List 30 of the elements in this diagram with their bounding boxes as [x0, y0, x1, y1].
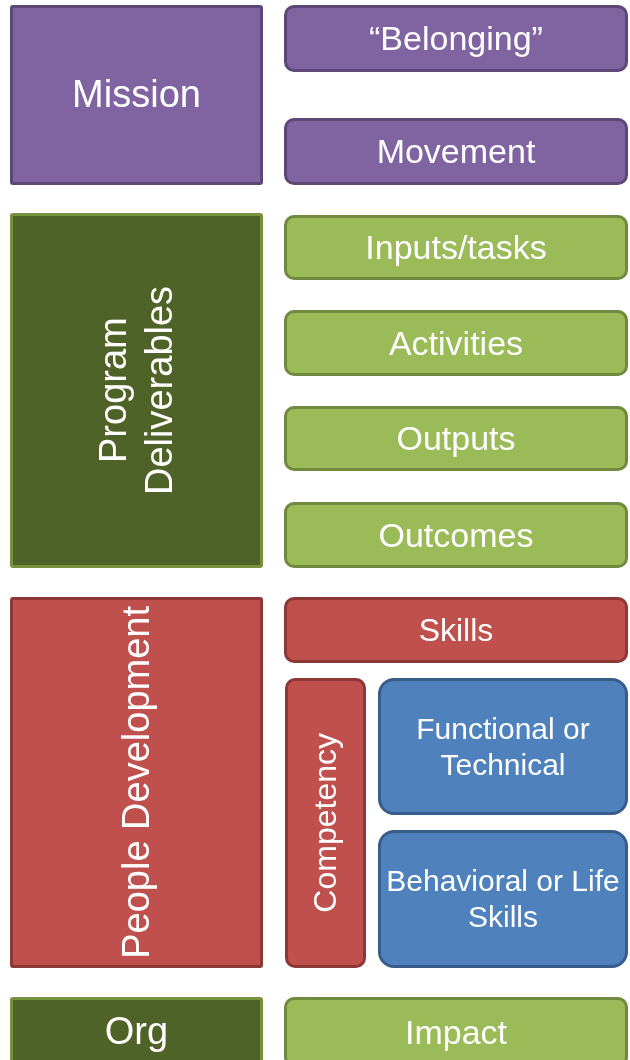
category-box [284, 118, 628, 185]
category-box [378, 830, 628, 968]
box-label: Movement [375, 131, 537, 173]
category-box [284, 597, 628, 663]
category-box [284, 502, 628, 568]
category-box [10, 5, 263, 185]
box-label: Mission [71, 72, 202, 118]
box-label: Behavioral or Life Skills [385, 863, 621, 935]
category-box [284, 406, 628, 471]
box-label: “Belonging” [368, 18, 544, 60]
category-box [284, 997, 628, 1060]
category-box [10, 997, 263, 1060]
box-label: Outputs [395, 418, 517, 460]
category-box [284, 310, 628, 376]
category-box [285, 678, 366, 968]
box-label: Competency [306, 732, 345, 915]
box-label: Impact [403, 1011, 508, 1053]
category-box [10, 213, 263, 568]
box-label: Inputs/tasks [364, 227, 548, 269]
box-label: Program Deliverables [90, 284, 181, 498]
box-label: Skills [417, 610, 495, 650]
box-label: Functional or Technical [415, 710, 591, 783]
category-box [378, 678, 628, 815]
category-box [284, 215, 628, 280]
box-label: Org [103, 1009, 170, 1055]
category-box [10, 597, 263, 968]
box-label: People Development [113, 605, 158, 961]
box-label: Activities [387, 322, 525, 364]
box-label: Outcomes [377, 514, 535, 556]
category-box [284, 5, 628, 72]
